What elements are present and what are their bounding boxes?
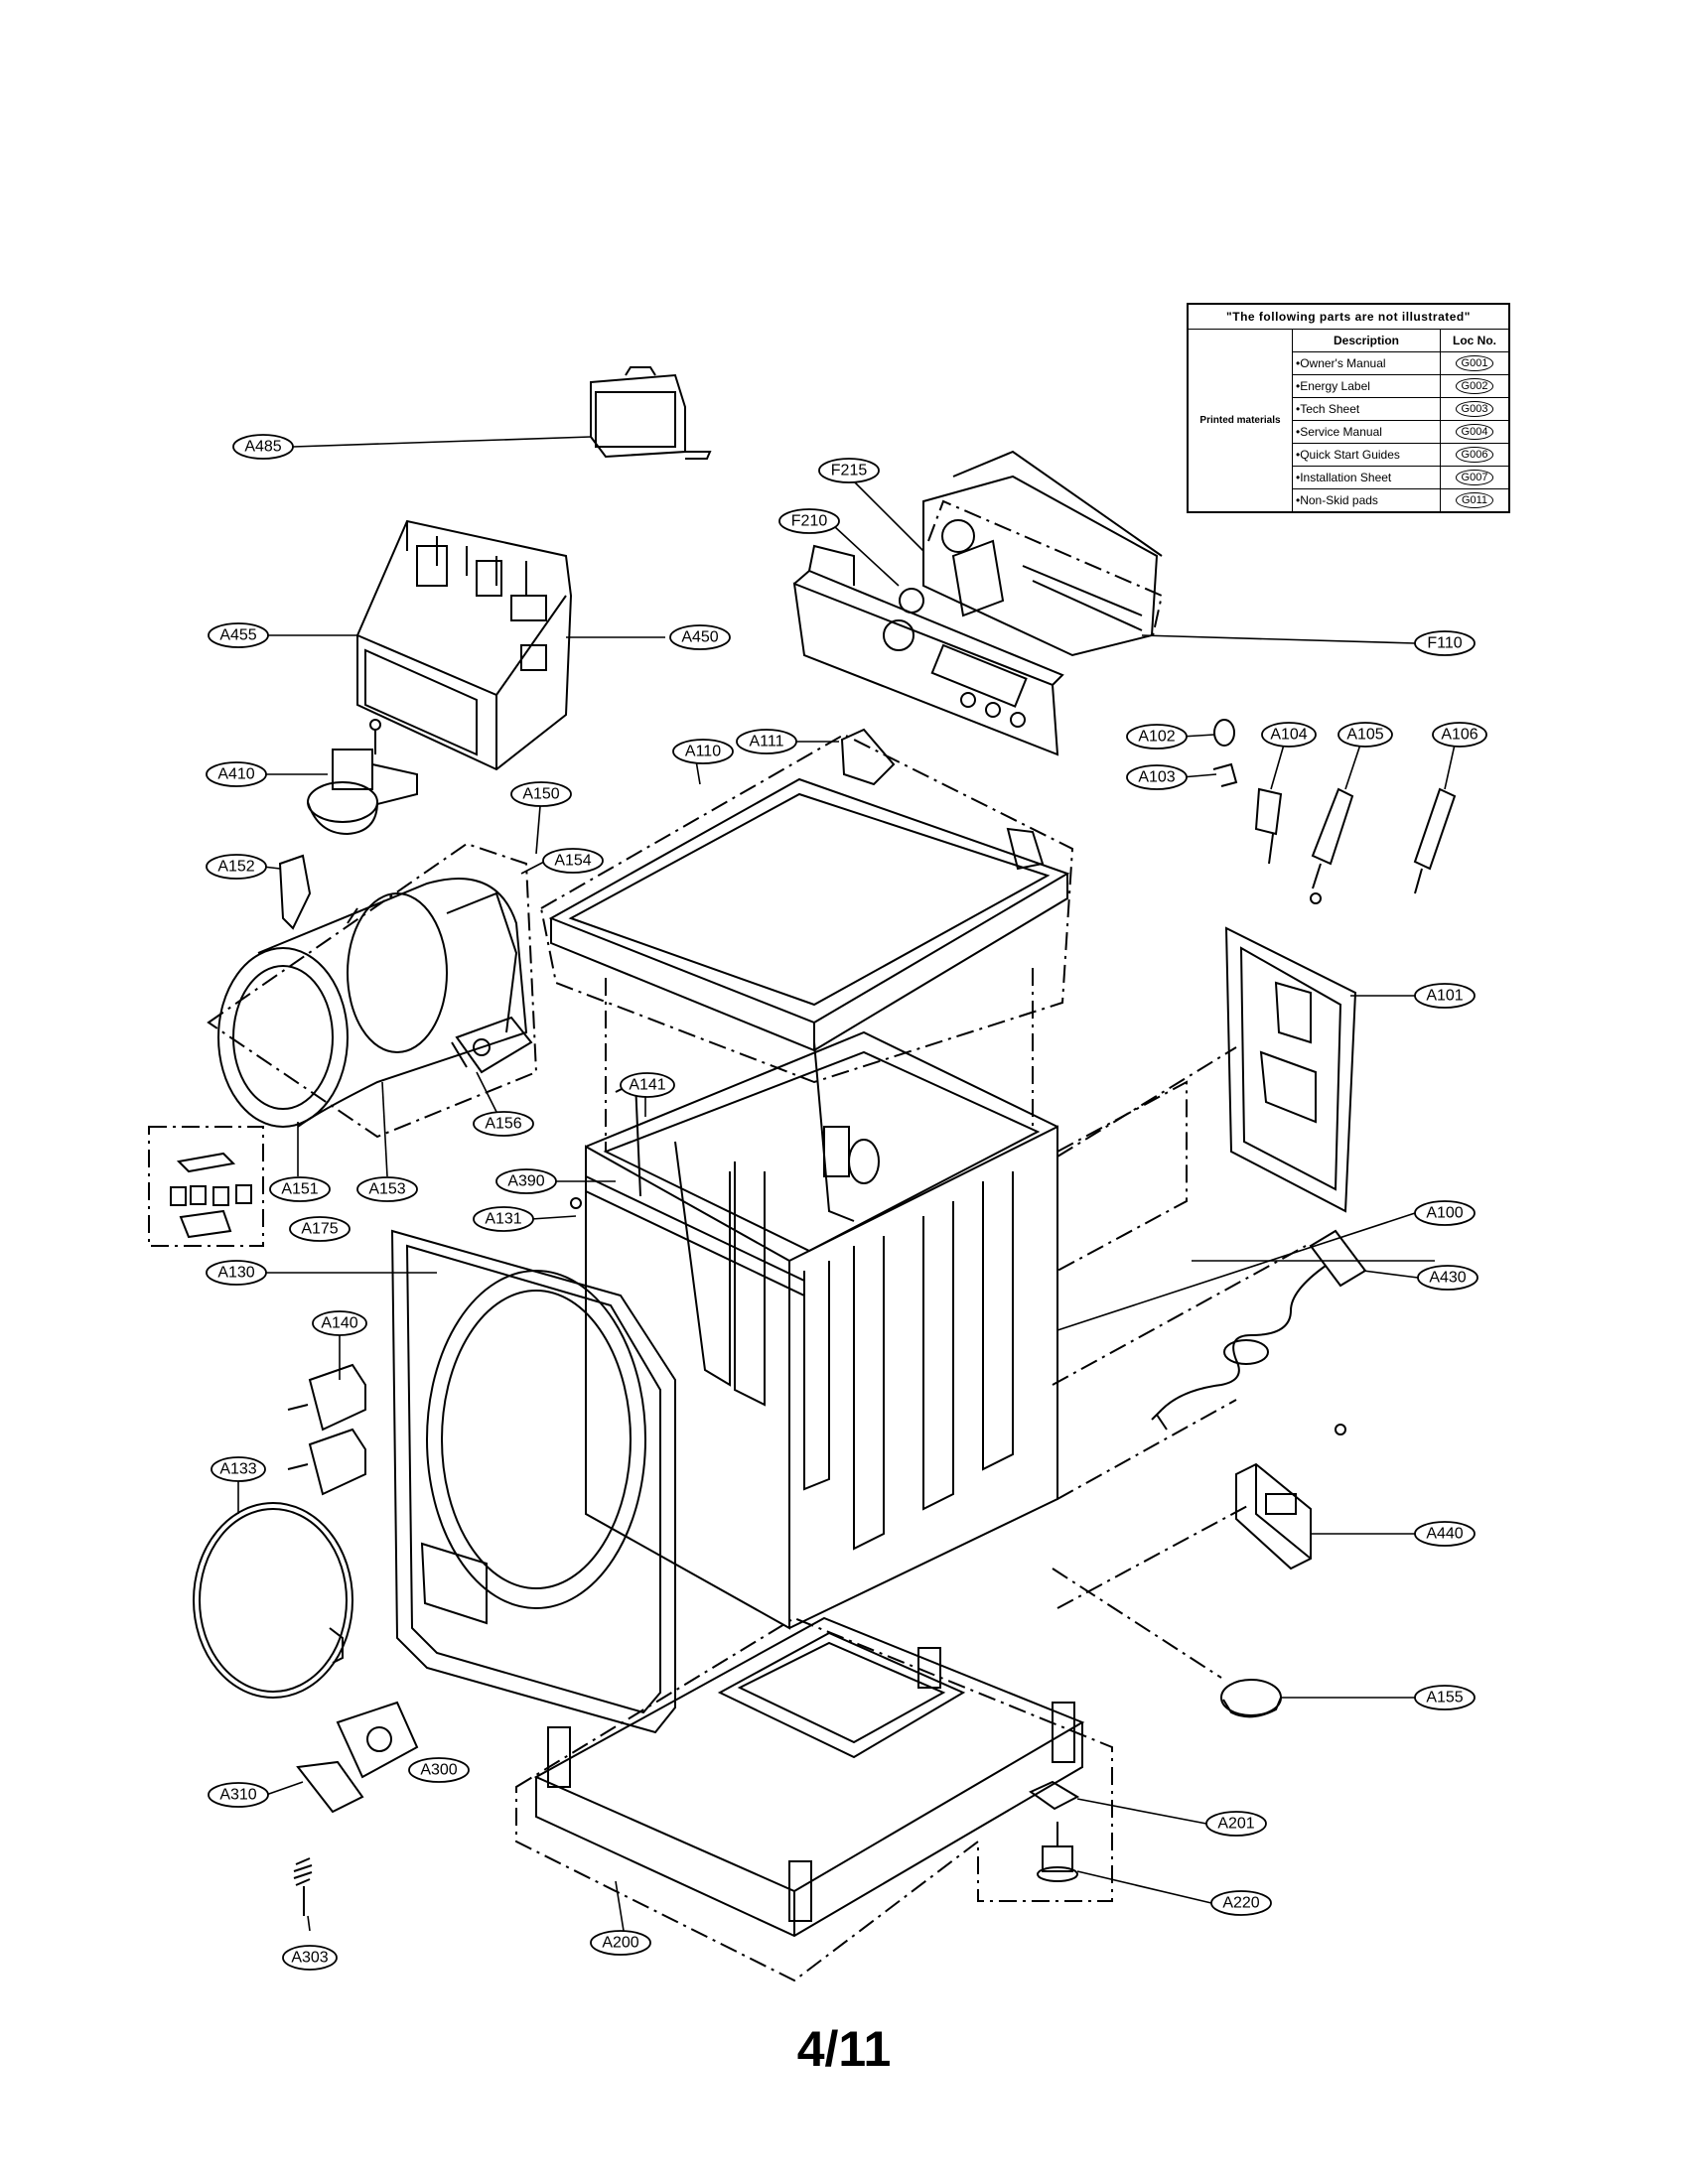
part-a440-noise-filter xyxy=(1235,1424,1346,1570)
part-a104-a105-a106-dampers xyxy=(1254,787,1457,894)
callout-a440: A440 xyxy=(1426,1526,1463,1543)
table-title: "The following parts are not illustrated… xyxy=(1187,303,1510,330)
callout-a111: A111 xyxy=(750,734,784,751)
callout-a133: A133 xyxy=(219,1461,256,1478)
part-a152-latch xyxy=(278,854,312,930)
table-group-label: Printed materials xyxy=(1187,329,1293,513)
table-header-description: Description xyxy=(1292,329,1441,352)
callout-a104: A104 xyxy=(1270,727,1307,744)
callout-a175: A175 xyxy=(301,1221,338,1238)
callout-a485: A485 xyxy=(244,439,281,456)
row-description: •Tech Sheet xyxy=(1292,397,1441,421)
callout-a220: A220 xyxy=(1222,1895,1259,1912)
callout-a153: A153 xyxy=(368,1181,405,1198)
callout-a106: A106 xyxy=(1441,727,1477,744)
callout-a201: A201 xyxy=(1217,1816,1254,1833)
callout-a303: A303 xyxy=(291,1950,328,1967)
callout-f110: F110 xyxy=(1427,635,1462,652)
callout-a154: A154 xyxy=(554,853,591,870)
row-loc: G001 xyxy=(1455,355,1494,371)
callout-a430: A430 xyxy=(1429,1270,1466,1287)
part-a200-base xyxy=(533,1616,1085,1938)
part-a455-a450-main-pcb xyxy=(356,519,573,771)
callout-a130: A130 xyxy=(217,1265,254,1282)
part-f110-control-panel xyxy=(792,450,1163,756)
row-loc: G011 xyxy=(1455,492,1494,508)
part-a101-rear-cover xyxy=(1224,892,1357,1213)
callout-a450: A450 xyxy=(681,629,718,646)
table-row: •Tech Sheet G003 xyxy=(1188,397,1510,421)
callout-a140: A140 xyxy=(321,1315,357,1332)
callout-f215: F215 xyxy=(831,463,868,479)
callout-a300: A300 xyxy=(420,1762,457,1779)
part-a102-a103-small-parts xyxy=(1212,719,1238,787)
callout-a455: A455 xyxy=(219,627,256,644)
part-a156-sensor xyxy=(455,1016,533,1074)
callout-f210: F210 xyxy=(791,513,828,530)
row-description: •Energy Label xyxy=(1292,374,1441,398)
callout-a110: A110 xyxy=(685,744,721,760)
part-a150-tub-assembly xyxy=(217,878,528,1128)
page-number: 4/11 xyxy=(796,2021,892,2077)
callout-a101: A101 xyxy=(1426,988,1463,1005)
part-a111-bracket xyxy=(840,728,1045,871)
row-description: •Service Manual xyxy=(1292,420,1441,444)
row-loc: G006 xyxy=(1455,447,1494,463)
callout-a105: A105 xyxy=(1346,727,1383,744)
callout-a141: A141 xyxy=(629,1077,665,1094)
callout-a151: A151 xyxy=(281,1181,318,1198)
callout-a410: A410 xyxy=(217,766,254,783)
callout-a131: A131 xyxy=(485,1211,521,1228)
table-header-loc: Loc No. xyxy=(1440,329,1510,352)
row-description: •Non-Skid pads xyxy=(1292,488,1441,513)
callout-a310: A310 xyxy=(219,1787,256,1804)
callout-a102: A102 xyxy=(1138,729,1175,746)
part-a410-pump-motor xyxy=(307,719,418,836)
part-a300-a310-cover xyxy=(296,1701,419,1814)
table-row: •Installation Sheet G007 xyxy=(1188,466,1510,489)
part-a303-spring xyxy=(293,1857,313,1916)
callout-a156: A156 xyxy=(485,1116,521,1133)
row-loc: G003 xyxy=(1455,401,1494,417)
callout-a152: A152 xyxy=(217,859,254,876)
row-loc: G004 xyxy=(1455,424,1494,440)
part-a175-clip-set xyxy=(170,1152,252,1239)
callout-a155: A155 xyxy=(1426,1690,1463,1706)
table-row: •Energy Label G002 xyxy=(1188,374,1510,398)
table-row: •Quick Start Guides G006 xyxy=(1188,443,1510,467)
row-description: •Installation Sheet xyxy=(1292,466,1441,489)
part-a133-clamp-ring xyxy=(193,1502,353,1699)
table-row: •Service Manual G004 xyxy=(1188,420,1510,444)
callout-oval xyxy=(232,434,294,460)
callout-a100: A100 xyxy=(1426,1205,1463,1222)
row-loc: G007 xyxy=(1455,470,1494,485)
part-a155-cap xyxy=(1220,1679,1282,1718)
table-row: •Non-Skid pads G011 xyxy=(1188,488,1510,513)
part-a140-door-hinge xyxy=(287,1363,366,1496)
row-description: •Quick Start Guides xyxy=(1292,443,1441,467)
row-loc: G002 xyxy=(1455,378,1494,394)
not-illustrated-parts-table: "The following parts are not illustrated… xyxy=(1187,303,1510,513)
part-a485-display-pcb xyxy=(590,366,712,460)
callout-a390: A390 xyxy=(507,1173,544,1190)
row-description: •Owner's Manual xyxy=(1292,351,1441,375)
part-a130-front-panel xyxy=(390,1229,676,1734)
callout-a103: A103 xyxy=(1138,769,1175,786)
callout-a150: A150 xyxy=(522,786,559,803)
part-a201-a220-foot xyxy=(1029,1780,1080,1882)
callout-a200: A200 xyxy=(602,1935,638,1952)
